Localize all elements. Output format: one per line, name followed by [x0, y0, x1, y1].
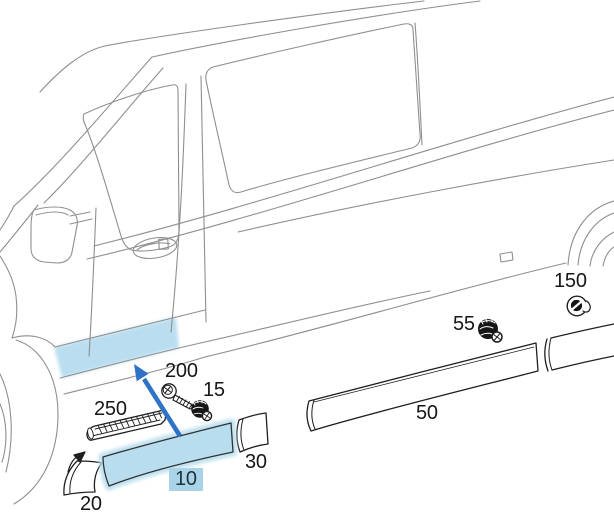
- exploded-parts: [63, 295, 614, 496]
- roof-line-upper: [39, 0, 425, 93]
- mirror-arm: [69, 211, 93, 225]
- b-pillar-line-right: [200, 75, 207, 323]
- door-front-edge: [88, 207, 97, 357]
- part-10-panel[interactable]: [102, 422, 234, 487]
- front-wheel-arch: [13, 339, 59, 505]
- panel-seam-line: [414, 22, 423, 146]
- front-tire-inner-arc: [0, 403, 7, 463]
- rear-strip-section[interactable]: [544, 323, 614, 372]
- door-handle: [132, 236, 178, 260]
- rear-wheel-arch: [567, 200, 614, 266]
- part-callout-250[interactable]: 250: [94, 398, 127, 420]
- clip-15-icon[interactable]: [191, 399, 213, 422]
- b-pillar-line-left: [170, 83, 187, 333]
- front-tire-arc: [0, 373, 12, 473]
- mirror-housing: [30, 206, 78, 264]
- grommet-150-icon[interactable]: [566, 295, 591, 317]
- part-20-strip[interactable]: [63, 460, 103, 496]
- side-mirror: [30, 206, 93, 264]
- screw-200-icon[interactable]: [161, 383, 194, 410]
- van-line-art: [0, 0, 614, 505]
- door-moulding-crease: [54, 309, 206, 348]
- part-callout-15[interactable]: 15: [203, 379, 225, 401]
- part-callout-50[interactable]: 50: [416, 402, 438, 424]
- pointer-arrow: [134, 364, 182, 438]
- belt-line-lower: [86, 109, 614, 260]
- body-crease-line: [237, 159, 614, 233]
- front-body-edge: [0, 255, 18, 339]
- fuel-filler-door: [499, 251, 514, 263]
- rear-tire-arc: [577, 212, 614, 266]
- highlight-band: [54, 317, 179, 378]
- part-30-strip[interactable]: [236, 412, 269, 453]
- part-callout-150[interactable]: 150: [554, 270, 587, 292]
- rocker-line: [63, 262, 567, 395]
- part-callout-200[interactable]: 200: [165, 360, 198, 382]
- part-20-direction-arrow: [67, 451, 86, 473]
- cowl-line: [0, 205, 15, 231]
- part-250-strip[interactable]: [86, 409, 167, 441]
- front-door-window: [82, 84, 180, 252]
- door-bottom-crease: [59, 290, 431, 379]
- part-callout-10-selected[interactable]: 10: [169, 468, 203, 491]
- part-callout-55[interactable]: 55: [453, 313, 475, 335]
- roof-line-lower: [151, 0, 481, 58]
- rear-rim-arc: [589, 231, 614, 267]
- clip-55-icon[interactable]: [478, 318, 503, 343]
- front-fender-top: [11, 335, 56, 348]
- rear-hub-arc: [602, 246, 614, 267]
- mirror-housing-line: [35, 211, 69, 216]
- rear-side-window: [205, 23, 421, 194]
- part-250-hatching: [97, 410, 162, 434]
- part-callout-30[interactable]: 30: [245, 451, 267, 473]
- a-pillar-line: [13, 56, 153, 207]
- part-50-strip[interactable]: [306, 342, 539, 432]
- belt-line-upper: [93, 96, 614, 247]
- part-callout-20[interactable]: 20: [80, 493, 102, 515]
- windshield-edge-line: [43, 67, 164, 204]
